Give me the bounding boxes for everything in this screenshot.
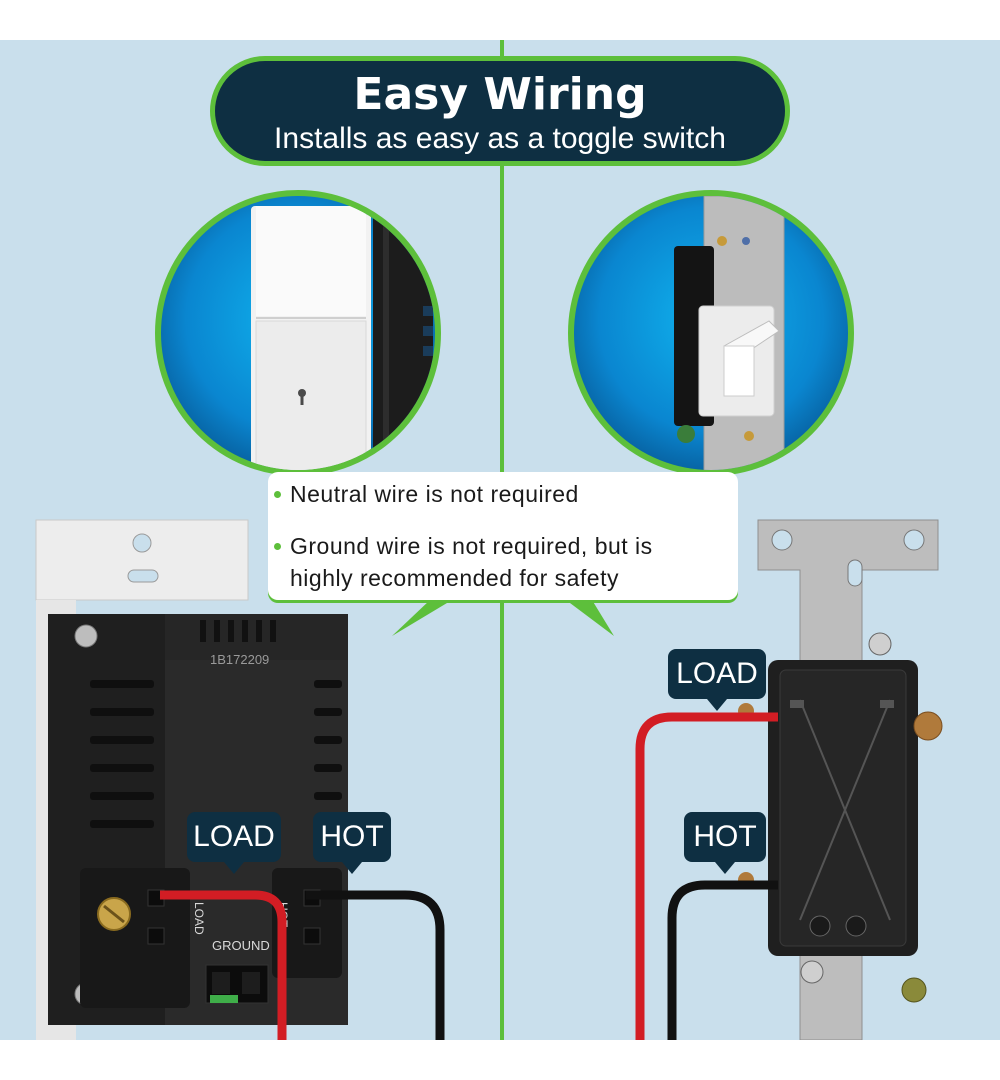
toggle-switch-back (738, 519, 943, 1040)
right-load-tag: LOAD (668, 649, 766, 711)
note-ground-text-line2: highly recommended for safety (290, 565, 619, 591)
hot-wire-black (306, 890, 445, 1040)
banner-subtitle: Installs as easy as a toggle switch (274, 122, 726, 155)
note-ground-text-line1: Ground wire is not required, but is (290, 533, 653, 559)
tag-pointer (224, 862, 244, 874)
banner-title: Easy Wiring (353, 69, 647, 120)
terminal-load-print: LOAD (192, 902, 206, 935)
bullet-icon (274, 491, 281, 498)
note-ground: Ground wire is not required, but is high… (274, 530, 653, 594)
wiring-illustration: Easy Wiring Installs as easy as a toggle… (0, 40, 1000, 1040)
requirements-callout: Neutral wire is not required Ground wire… (268, 472, 738, 600)
wiring-diagram: 1B172209 LOAD HOT GROUND (35, 519, 943, 1040)
left-hot-tag: HOT (313, 812, 391, 874)
ground-print: GROUND (212, 938, 270, 953)
load-wire-red (635, 712, 778, 1040)
left-load-tag: LOAD (187, 812, 281, 874)
load-wire-red (160, 890, 287, 1040)
right-hot-tag: HOT (684, 812, 766, 874)
sensor-switch-photo (155, 190, 441, 476)
tag-pointer (342, 862, 362, 874)
hot-wire-black (667, 880, 778, 1040)
bullet-icon (274, 543, 281, 550)
note-neutral: Neutral wire is not required (274, 478, 579, 510)
tag-pointer (715, 862, 735, 874)
sensor-switch-back: 1B172209 LOAD HOT GROUND (35, 519, 348, 1040)
left-load-tag-text: LOAD (193, 820, 275, 853)
note-neutral-text: Neutral wire is not required (290, 481, 579, 507)
tag-pointer (707, 699, 727, 711)
right-hot-tag-text: HOT (693, 820, 757, 853)
right-load-tag-text: LOAD (676, 657, 758, 690)
model-number: 1B172209 (210, 652, 269, 667)
toggle-switch-photo (568, 190, 854, 476)
left-hot-tag-text: HOT (320, 820, 384, 853)
title-banner: Easy Wiring Installs as easy as a toggle… (210, 56, 790, 166)
